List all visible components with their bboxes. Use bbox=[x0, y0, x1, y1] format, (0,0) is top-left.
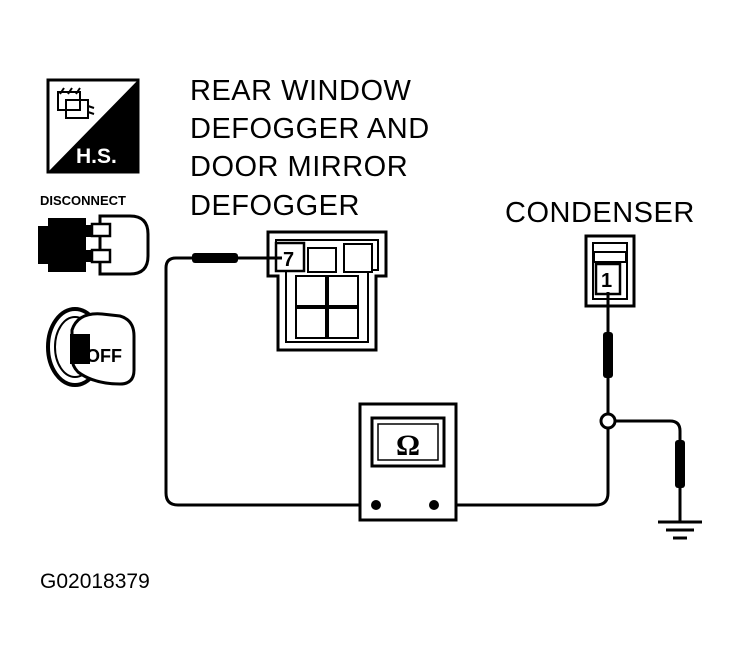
connector-label-line-2: DEFOGGER AND bbox=[190, 113, 430, 145]
connector-label-line-4: DEFOGGER bbox=[190, 190, 360, 222]
condenser-pin-number: 1 bbox=[601, 270, 612, 292]
harness-side-icon: H.S. bbox=[46, 78, 140, 174]
disconnect-icon: DISCONNECT bbox=[38, 193, 150, 276]
junction-point bbox=[599, 412, 617, 430]
connector-pin-number: 7 bbox=[283, 249, 294, 271]
connector-label-line-3: DOOR MIRROR bbox=[190, 151, 408, 183]
ohm-symbol: Ω bbox=[396, 429, 420, 462]
condenser-label: CONDENSER bbox=[505, 197, 695, 229]
test-leads bbox=[164, 256, 682, 522]
connector-label: REAR WINDOW DEFOGGER AND DOOR MIRROR DEF… bbox=[190, 75, 430, 222]
defogger-connector: 7 bbox=[266, 230, 388, 352]
connector-label-line-1: REAR WINDOW bbox=[190, 75, 412, 107]
ignition-off-icon: OFF bbox=[46, 307, 136, 387]
probe-ground bbox=[675, 440, 685, 488]
connector-sketch-icon bbox=[57, 87, 95, 119]
disconnect-label: DISCONNECT bbox=[40, 193, 126, 208]
ground-symbol bbox=[658, 520, 702, 540]
ignition-off-label: OFF bbox=[86, 346, 122, 366]
meter-terminal-left bbox=[371, 500, 381, 510]
probe-right bbox=[603, 332, 613, 378]
probe-left bbox=[192, 253, 282, 263]
ohmmeter-display bbox=[370, 416, 446, 468]
meter-terminal-right bbox=[429, 500, 439, 510]
ohmmeter: Ω bbox=[358, 402, 458, 522]
figure-code: G02018379 bbox=[40, 570, 150, 593]
harness-side-label: H.S. bbox=[76, 145, 117, 168]
condenser-connector: 1 bbox=[584, 234, 636, 308]
condenser-pin-1-cavity bbox=[594, 262, 622, 296]
